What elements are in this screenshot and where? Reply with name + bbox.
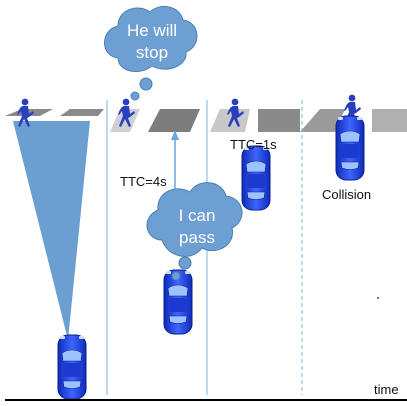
car-icon xyxy=(57,334,87,400)
thought-bubble-icon xyxy=(104,5,198,101)
motion-arrow xyxy=(171,130,179,195)
ttc-1-label: TTC=1s xyxy=(230,137,277,152)
driver-thought-text: I can pass xyxy=(165,205,229,249)
pedestrian-thought-text: He will stop xyxy=(122,20,182,64)
dot xyxy=(377,297,379,299)
car-icon xyxy=(335,115,365,181)
pedestrian-thought-line-1: He will xyxy=(126,21,178,40)
collision-label: Collision xyxy=(322,187,372,202)
ttc-4-label: TTC=4s xyxy=(120,174,167,189)
pedestrian-thought-line-2: stop xyxy=(135,43,169,62)
time-axis-label: time xyxy=(374,382,399,397)
driver-thought-line-1: I can xyxy=(178,206,216,225)
driver-thought-line-2: pass xyxy=(179,228,215,247)
car-icon xyxy=(241,145,271,211)
thought-bubble-icon xyxy=(146,182,243,281)
sight-cone xyxy=(13,121,90,340)
